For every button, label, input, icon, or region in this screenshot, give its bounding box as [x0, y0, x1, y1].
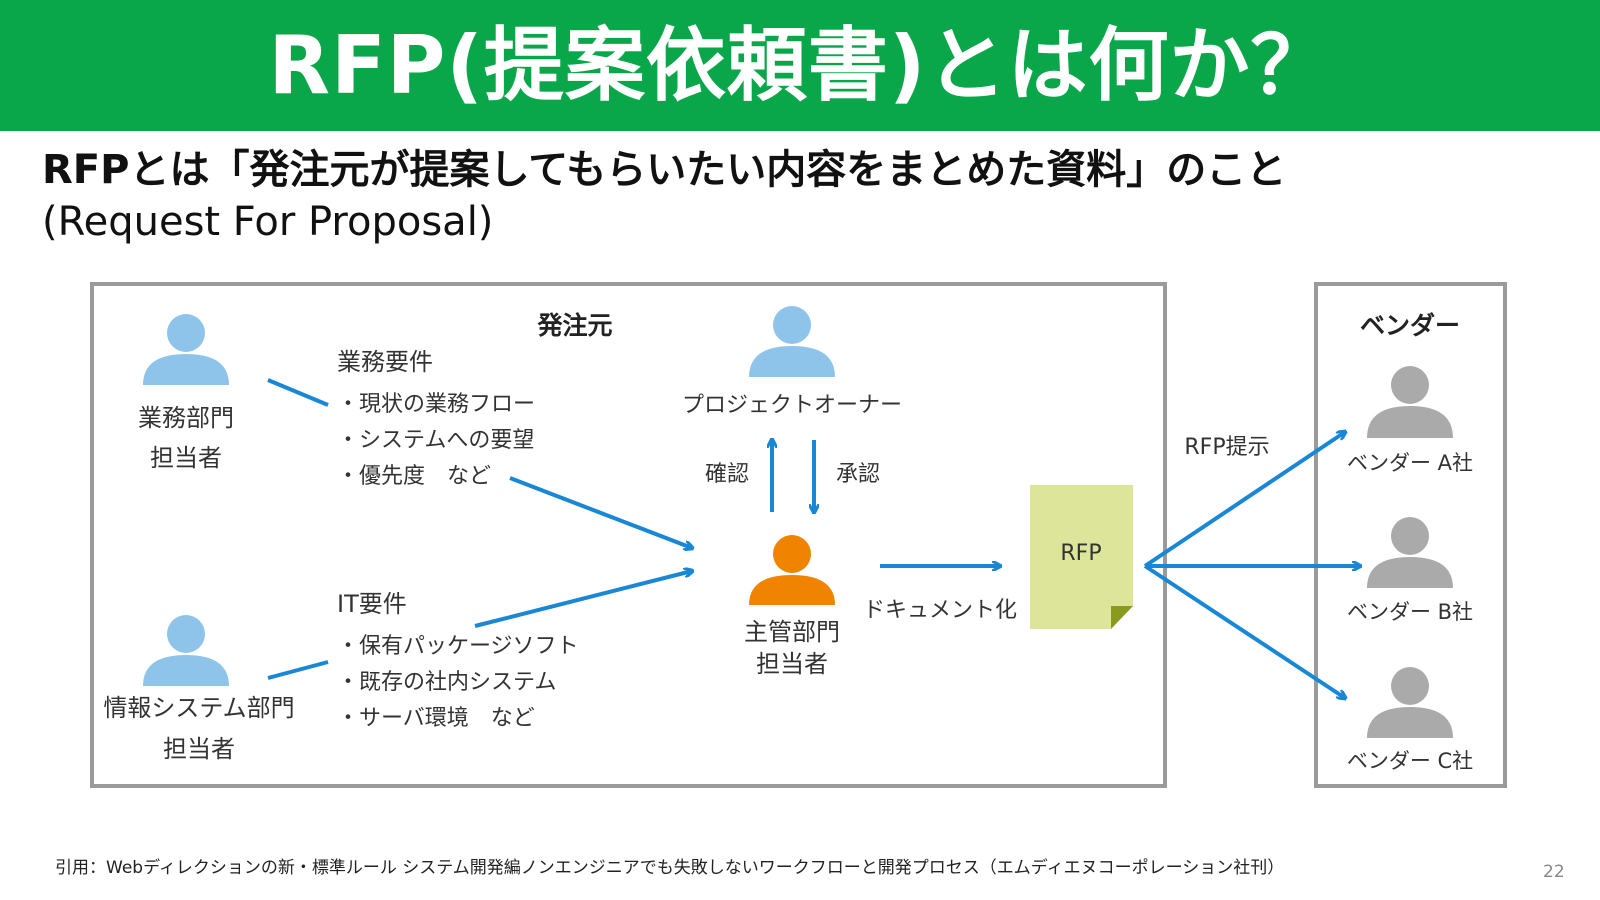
flow-arrow	[474, 571, 692, 628]
rfp-present-label: RFP提示	[1184, 435, 1269, 460]
business-dept-role: 担当者	[150, 444, 222, 472]
confirm-label: 確認	[705, 462, 749, 487]
person-icon	[749, 306, 835, 377]
page-number: 22	[1543, 862, 1565, 882]
it-dept-role: 担当者	[163, 735, 235, 763]
business-requirement-item: ・優先度 など	[337, 464, 491, 489]
business-dept-label: 業務部門	[138, 404, 234, 432]
person-icon	[1367, 517, 1453, 588]
page-title: RFP(提案依頼書)とは何か？	[268, 19, 1332, 112]
flow-arrow	[1143, 432, 1345, 568]
vendor-box-title: ベンダー	[1360, 311, 1460, 340]
business-requirements-title: 業務要件	[337, 348, 433, 376]
connector-line	[267, 660, 329, 680]
it-dept-label: 情報システム部門	[103, 694, 294, 722]
citation-note: 引用：Webディレクションの新・標準ルール システム開発編ノンエンジニアでも失敗…	[55, 858, 1285, 878]
it-requirements-title: IT要件	[337, 590, 407, 618]
it-requirement-item: ・既存の社内システム	[337, 670, 556, 695]
vendor-b-label: ベンダー B社	[1347, 600, 1473, 624]
it-requirement-item: ・サーバ環境 など	[337, 706, 535, 731]
lead-dept-role: 担当者	[756, 650, 828, 678]
person-icon	[143, 615, 229, 686]
business-requirement-item: ・現状の業務フロー	[337, 392, 535, 417]
project-owner-label: プロジェクトオーナー	[682, 393, 902, 418]
documentation-label: ドキュメント化	[863, 598, 1017, 623]
lead-definition: RFPとは「発注元が提案してもらいたい内容をまとめた資料」のこと	[42, 147, 1287, 193]
person-icon	[749, 535, 835, 605]
document-fold-icon	[1111, 606, 1133, 629]
it-requirement-item: ・保有パッケージソフト	[337, 634, 579, 659]
person-icon	[143, 314, 229, 385]
business-requirement-item: ・システムへの要望	[337, 428, 534, 453]
client-box	[90, 282, 1167, 788]
connector-line	[267, 378, 329, 407]
client-box-title: 発注元	[536, 311, 612, 340]
rfp-document-icon	[1030, 485, 1133, 629]
rfp-document-label: RFP	[1060, 541, 1101, 566]
lead-dept-label: 主管部門	[744, 618, 840, 646]
vendor-a-label: ベンダー A社	[1347, 451, 1473, 475]
title-banner: RFP(提案依頼書)とは何か？	[0, 0, 1600, 131]
lead-acronym: (Request For Proposal)	[42, 199, 494, 245]
approve-label: 承認	[836, 462, 880, 487]
vendor-c-label: ベンダー C社	[1347, 749, 1473, 773]
person-icon	[1367, 366, 1453, 438]
flow-arrow	[509, 476, 692, 548]
person-icon	[1367, 667, 1453, 738]
flow-arrow	[1143, 564, 1345, 698]
vendor-box	[1314, 282, 1507, 788]
